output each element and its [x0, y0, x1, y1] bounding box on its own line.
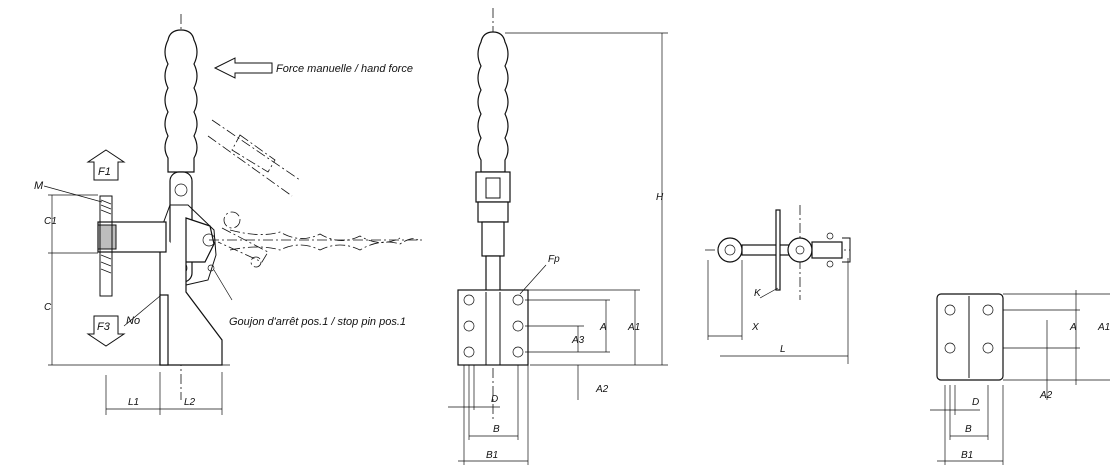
dim-a2: A2 — [595, 384, 609, 395]
dim-a1: A1 — [627, 322, 640, 333]
top-view: X K L — [705, 205, 851, 364]
dim-k: K — [754, 288, 762, 299]
dim-x: X — [751, 322, 759, 333]
dim-b1-front: B1 — [486, 450, 498, 461]
dim-a-base: A — [1069, 322, 1077, 333]
dim-c: C — [44, 302, 52, 313]
stop-pin-label: Goujon d'arrêt pos.1 / stop pin pos.1 — [229, 316, 406, 328]
f1-arrow — [86, 149, 126, 181]
m-label: M — [34, 180, 44, 192]
dim-l: L — [780, 344, 786, 355]
hand-force-label: Force manuelle / hand force — [276, 63, 413, 75]
hand-force-arrow — [213, 57, 273, 79]
dim-b-base: B — [965, 424, 972, 435]
f1-label: F1 — [98, 166, 111, 178]
dim-a: A — [599, 322, 607, 333]
dim-c1: C1 — [44, 216, 57, 227]
dim-b1-base: B1 — [961, 450, 973, 461]
dim-a2-base: A2 — [1039, 390, 1053, 401]
f3-label: F3 — [97, 321, 111, 333]
front-view: H Fp A A1 A3 A2 D B B1 — [448, 8, 668, 465]
base-detail-view: A A1 A2 D B B1 — [930, 290, 1110, 465]
dim-d-base: D — [972, 397, 979, 408]
dim-l2: L2 — [184, 397, 196, 408]
dim-d-front: D — [491, 394, 498, 405]
handle-grip — [164, 29, 198, 173]
dim-l1: L1 — [128, 397, 139, 408]
base-plate — [936, 293, 1004, 381]
front-base-plate — [457, 289, 529, 366]
dim-a1-base: A1 — [1097, 322, 1110, 333]
no-label: No — [126, 315, 140, 327]
top-view-hub — [787, 237, 813, 263]
dim-h: H — [656, 192, 664, 203]
side-view: Force manuelle / hand force F1 F3 M No G… — [34, 14, 422, 415]
dim-b-front: B — [493, 424, 500, 435]
dim-fp: Fp — [548, 254, 560, 265]
f3-arrow — [86, 315, 126, 347]
dim-a3: A3 — [571, 335, 585, 346]
front-handle-grip — [477, 31, 509, 173]
